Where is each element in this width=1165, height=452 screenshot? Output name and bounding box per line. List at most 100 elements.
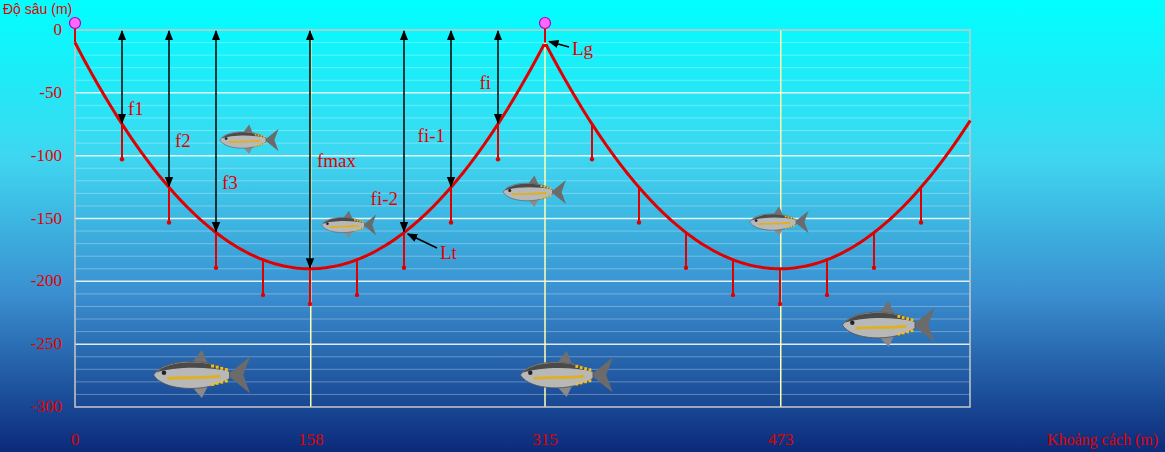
grid-line: [75, 180, 970, 181]
tick-label: -300: [31, 397, 62, 417]
branch-lines: [120, 124, 923, 306]
grid-line: [75, 281, 970, 283]
tick-label: 0: [54, 20, 63, 40]
callout-label: Lg: [572, 38, 593, 60]
branch-line: [591, 124, 593, 159]
tick-label: -100: [31, 146, 62, 166]
hook: [919, 220, 923, 224]
branch-line: [356, 260, 358, 295]
grid-line: [75, 130, 970, 131]
grid-line: [75, 80, 970, 81]
branch-line: [732, 260, 734, 295]
hook: [449, 220, 453, 224]
depth-label: f3: [222, 172, 238, 194]
tick-label: -150: [31, 209, 62, 229]
grid-line: [75, 55, 970, 56]
hook: [402, 266, 406, 270]
grid-line: [75, 218, 970, 220]
tick-label: 158: [298, 430, 324, 450]
hook: [214, 266, 218, 270]
tick-label: 0: [71, 430, 80, 450]
grid-line: [75, 268, 970, 269]
buoy: [70, 18, 81, 29]
grid-line: [75, 293, 970, 294]
depth-arrow: [450, 31, 452, 186]
plot-frame: [75, 30, 970, 407]
grid-line: [75, 92, 970, 94]
branch-line: [262, 260, 264, 295]
grid-line: [75, 42, 970, 43]
depth-label: f2: [175, 130, 191, 152]
grid-line: [544, 30, 546, 407]
branch-line: [638, 187, 640, 222]
depth-arrow: [215, 31, 217, 232]
hook: [308, 302, 312, 306]
grid-line: [75, 231, 970, 232]
branch-line: [685, 233, 687, 268]
depth-label: f1: [128, 98, 144, 120]
branch-line: [309, 269, 311, 304]
grid-line: [75, 67, 970, 68]
grid: [75, 30, 970, 407]
tuna-fish: [842, 301, 934, 347]
hook: [684, 266, 688, 270]
depth-arrow: [403, 31, 405, 232]
branch-line: [497, 124, 499, 159]
branch-line: [215, 233, 217, 268]
grid-line: [75, 205, 970, 206]
tuna-fish: [220, 125, 279, 154]
branch-line: [779, 269, 781, 304]
depth-arrow: [121, 31, 123, 123]
tuna-fish: [154, 350, 251, 398]
tick-label: -200: [31, 272, 62, 292]
branch-line: [450, 187, 452, 222]
hook: [120, 157, 124, 161]
grid-line: [75, 155, 970, 157]
depth-arrow: [497, 31, 499, 123]
branch-line: [168, 187, 170, 222]
axis-title: Khoảng cách (m): [1047, 431, 1158, 449]
grid-line: [75, 193, 970, 194]
hook: [872, 266, 876, 270]
depth-label: fi-1: [418, 125, 445, 147]
branch-line: [873, 233, 875, 268]
grid-line: [75, 243, 970, 244]
buoy-line: [544, 28, 546, 43]
buoy-line: [74, 28, 76, 43]
tuna-fish: [322, 211, 377, 238]
hook: [496, 157, 500, 161]
hook: [261, 293, 265, 297]
grid-line: [75, 306, 970, 307]
grid-line: [310, 30, 312, 407]
hook: [825, 293, 829, 297]
tick-label: -50: [39, 83, 62, 103]
leader-line: [408, 234, 437, 248]
branch-line: [403, 233, 405, 268]
buoy: [540, 18, 551, 29]
branch-line: [920, 187, 922, 222]
grid-line: [75, 117, 970, 118]
depth-label: fi-2: [371, 188, 398, 210]
grid-line: [75, 356, 970, 357]
tuna-fish: [503, 176, 566, 208]
grid-line: [75, 143, 970, 144]
tick-label: 473: [768, 430, 794, 450]
tick-label: 315: [532, 430, 558, 450]
hook: [637, 220, 641, 224]
hook: [167, 220, 171, 224]
grid-line: [75, 105, 970, 106]
tuna-fish: [750, 207, 809, 236]
grid-line: [75, 319, 970, 320]
grid-line: [75, 168, 970, 169]
callout-label: Lt: [440, 242, 457, 264]
depth-arrow: [168, 31, 170, 186]
grid-line: [75, 331, 970, 332]
leader-line: [549, 42, 569, 47]
depth-label: fmax: [317, 150, 356, 172]
hook: [590, 157, 594, 161]
tuna-fish: [520, 351, 612, 397]
hook: [355, 293, 359, 297]
branch-line: [826, 260, 828, 295]
depth-label: fi: [479, 72, 491, 94]
hook: [731, 293, 735, 297]
